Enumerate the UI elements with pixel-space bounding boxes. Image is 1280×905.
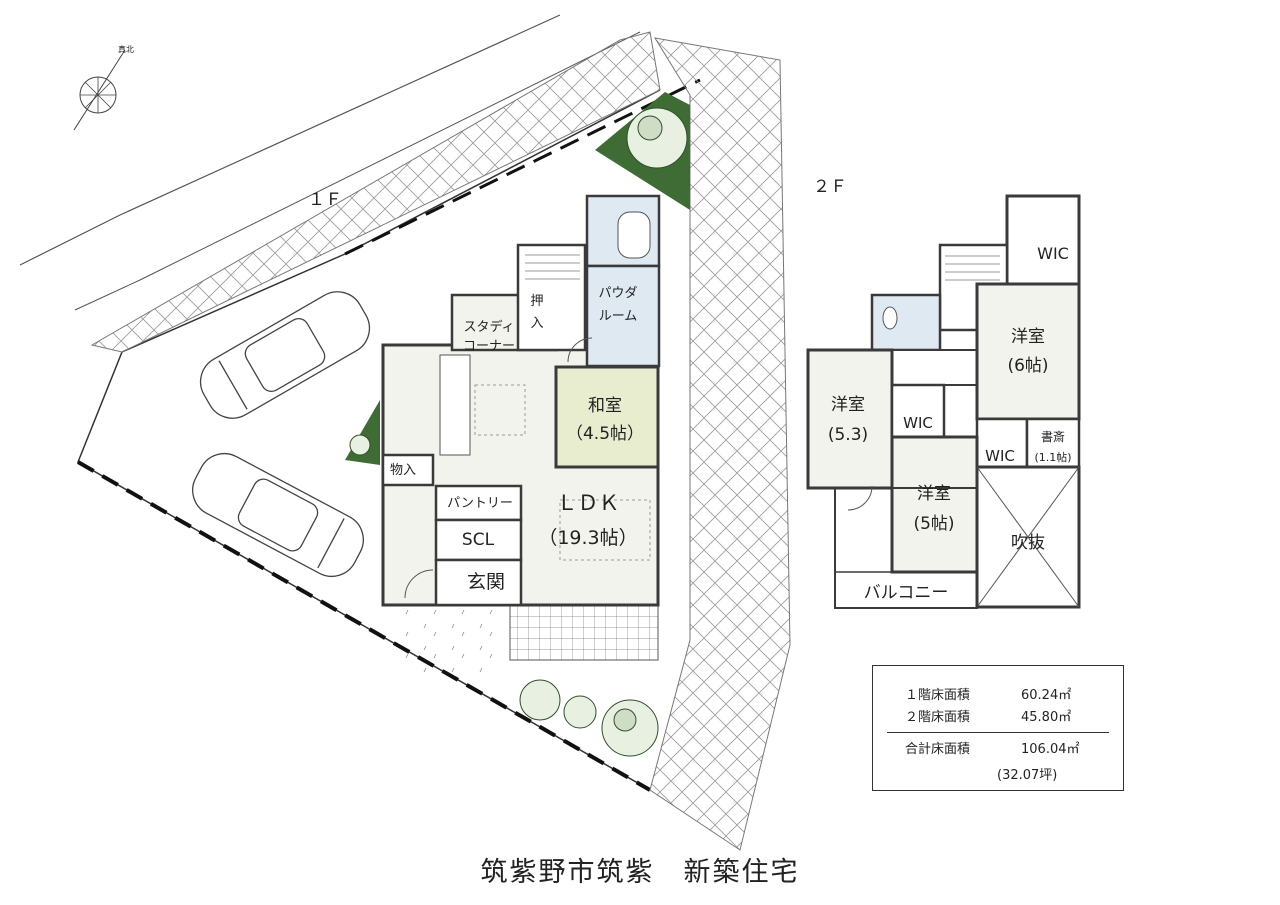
tree-icon (349, 107, 688, 757)
room-wic-top: WIC (1037, 244, 1069, 263)
page-title: 筑紫野市筑紫 新築住宅 (480, 857, 800, 888)
floor1-label: １Ｆ (308, 190, 342, 210)
car-icon (192, 291, 371, 577)
area-tsubo-value: (32.07坪) (997, 768, 1058, 783)
area-label: ２階床面積 (905, 710, 971, 725)
front-yard (405, 605, 505, 675)
room-yoshitsu-6: 洋室 (1011, 327, 1045, 347)
room-study-corner: スタディ (463, 319, 514, 335)
area-divider (887, 732, 1109, 733)
room-washitsu: 和室 (588, 396, 622, 416)
planting-bed-west (345, 400, 380, 465)
room-washitsu: （4.5帖） (566, 424, 644, 444)
room-powder: ルーム (599, 309, 638, 324)
room-balcony: バルコニー (864, 583, 949, 603)
room-wic-small: WIC (985, 447, 1015, 465)
room-fukinuke: 吹抜 (1011, 533, 1045, 553)
area-row-floor1: １階床面積 60.24㎡ (873, 684, 1123, 703)
room-wic-mid: WIC (903, 414, 933, 432)
road (19, 14, 641, 311)
room-shosai: 書斎 (1041, 429, 1065, 444)
area-row-tsubo: (32.07坪) (873, 764, 1123, 783)
room-ldk: ＬＤＫ (557, 491, 620, 515)
room-oshiire: 押 (530, 294, 543, 309)
room-yoshitsu-5-3: (5.3) (828, 425, 868, 445)
room-yoshitsu-5: (5帖) (913, 514, 954, 534)
area-row-floor2: ２階床面積 45.80㎡ (873, 706, 1123, 725)
room-ldk: （19.3帖） (538, 527, 637, 549)
area-value: 106.04㎡ (1021, 742, 1080, 757)
floor-area-table: １階床面積 60.24㎡ ２階床面積 45.80㎡ 合計床面積 106.04㎡ … (872, 665, 1124, 791)
room-genkan: 玄関 (467, 571, 505, 593)
room-powder: パウダ (598, 286, 637, 301)
floor2-label: ２Ｆ (813, 177, 847, 197)
area-label: 合計床面積 (905, 742, 971, 757)
approach-tiles (509, 605, 659, 661)
area-label: １階床面積 (905, 688, 971, 703)
room-study-corner: コーナー (463, 339, 515, 354)
site-boundary (77, 78, 701, 792)
compass-north-label: 真北 (118, 44, 134, 54)
area-row-total: 合計床面積 106.04㎡ (873, 738, 1123, 757)
area-value: 45.80㎡ (1021, 710, 1072, 725)
room-yoshitsu-5: 洋室 (917, 484, 951, 504)
room-oshiire: 入 (530, 316, 543, 331)
floor2-building (806, 194, 1081, 609)
room-yoshitsu-5-3: 洋室 (831, 395, 865, 415)
room-scl: SCL (462, 530, 495, 550)
area-value: 60.24㎡ (1021, 688, 1072, 703)
compass-icon: 真北 (73, 44, 134, 131)
hatched-gravel-strip (90, 31, 661, 353)
room-monoire: 物入 (390, 463, 416, 478)
room-yoshitsu-6: (6帖) (1007, 356, 1048, 376)
room-shosai: (1.1帖) (1034, 451, 1071, 464)
room-pantry: パントリー (447, 496, 513, 511)
floor1-building (381, 194, 661, 607)
